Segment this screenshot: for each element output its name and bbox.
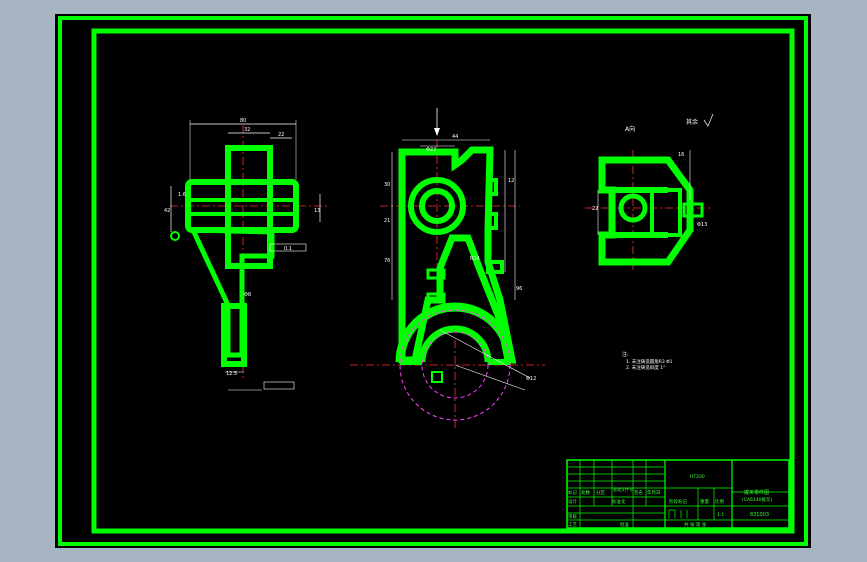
dim-mid-3: 21 [384,218,390,224]
dim-left-3: 42 [164,208,170,214]
surface-note: 其余 [686,118,698,126]
dim-right-0: 22 [592,206,598,212]
tb-stage: 阶段标记 [669,498,687,505]
dim-mid-5: 12 [508,178,514,184]
tb-zone: 分区 [596,489,605,496]
title-block [566,459,790,529]
tb-process: 工艺 [568,522,577,528]
tb-part-name: 拨叉零件图 [744,489,769,496]
tb-date: 年月日 [647,489,661,496]
dim-mid-4: 76 [384,258,390,264]
dim-mid-8: Φ12 [526,376,536,382]
tb-approve: 批准 [620,521,629,528]
dim-left-4: 1.6 [178,192,186,198]
tech-heading: 注: [622,351,629,358]
dim-mid-6: R14 [470,256,480,262]
dim-left-1: 32 [244,127,250,133]
tb-count: 处数 [581,489,590,496]
tb-mark: 标记 [568,489,577,496]
dim-left-8: 12.5 [226,371,237,377]
tb-check: 审核 [568,513,577,520]
dim-right-2: Φ13 [697,222,707,228]
side-view: 80 32 22 42 1.6 13 Φ8 0.1 12.5 [164,118,330,391]
tb-part-subtitle: (CA6140拨叉) [742,496,772,503]
tb-scale: 比例 [715,498,724,505]
tb-design: 设计 [568,498,577,505]
tech-line-2: 2. 未注铸造斜度 1° [626,364,665,371]
dim-mid-2: 30 [384,182,390,188]
inner-border [91,28,795,534]
tb-sign: 签名 [634,489,643,496]
view-a-label: A向 [625,125,635,133]
tb-change: 更改文件号 [613,486,633,492]
dim-mid-7: 96 [516,286,522,292]
title-block-text: 标记 处数 分区 更改文件号 签名 年月日 设计 标准化 审核 工艺 批准 阶段… [568,474,772,528]
dim-mid-1: Φ22 [426,147,436,153]
dim-left-7: 0.1 [284,246,292,252]
dim-right-1: 16 [678,152,684,158]
tb-material: HT200 [690,474,705,480]
a-view: A向 其余 22 16 Φ13 [585,113,714,270]
dim-left-2: 22 [278,132,284,138]
tech-line-1: 1. 未注铸造圆角R3 Φ1 [626,358,673,365]
tb-drawing-code: 831003 [750,512,769,518]
outer-border [58,16,808,546]
dim-mid-0: 44 [452,134,458,140]
tech-requirements: 注: 1. 未注铸造圆角R3 Φ1 2. 未注铸造斜度 1° [622,351,673,371]
drawing-sheet [55,14,811,548]
tb-weight: 重量 [700,498,709,505]
dim-left-6: Φ8 [244,292,251,298]
tb-sheet: 共 张 第 张 [684,521,707,528]
dim-left-5: 13 [314,208,320,214]
tb-std: 标准化 [612,498,626,505]
front-view: 44 Φ22 30 21 76 12 R14 96 Φ12 [350,108,545,430]
tb-scale-value: 1:1 [717,512,724,518]
dim-left-0: 80 [240,118,246,124]
